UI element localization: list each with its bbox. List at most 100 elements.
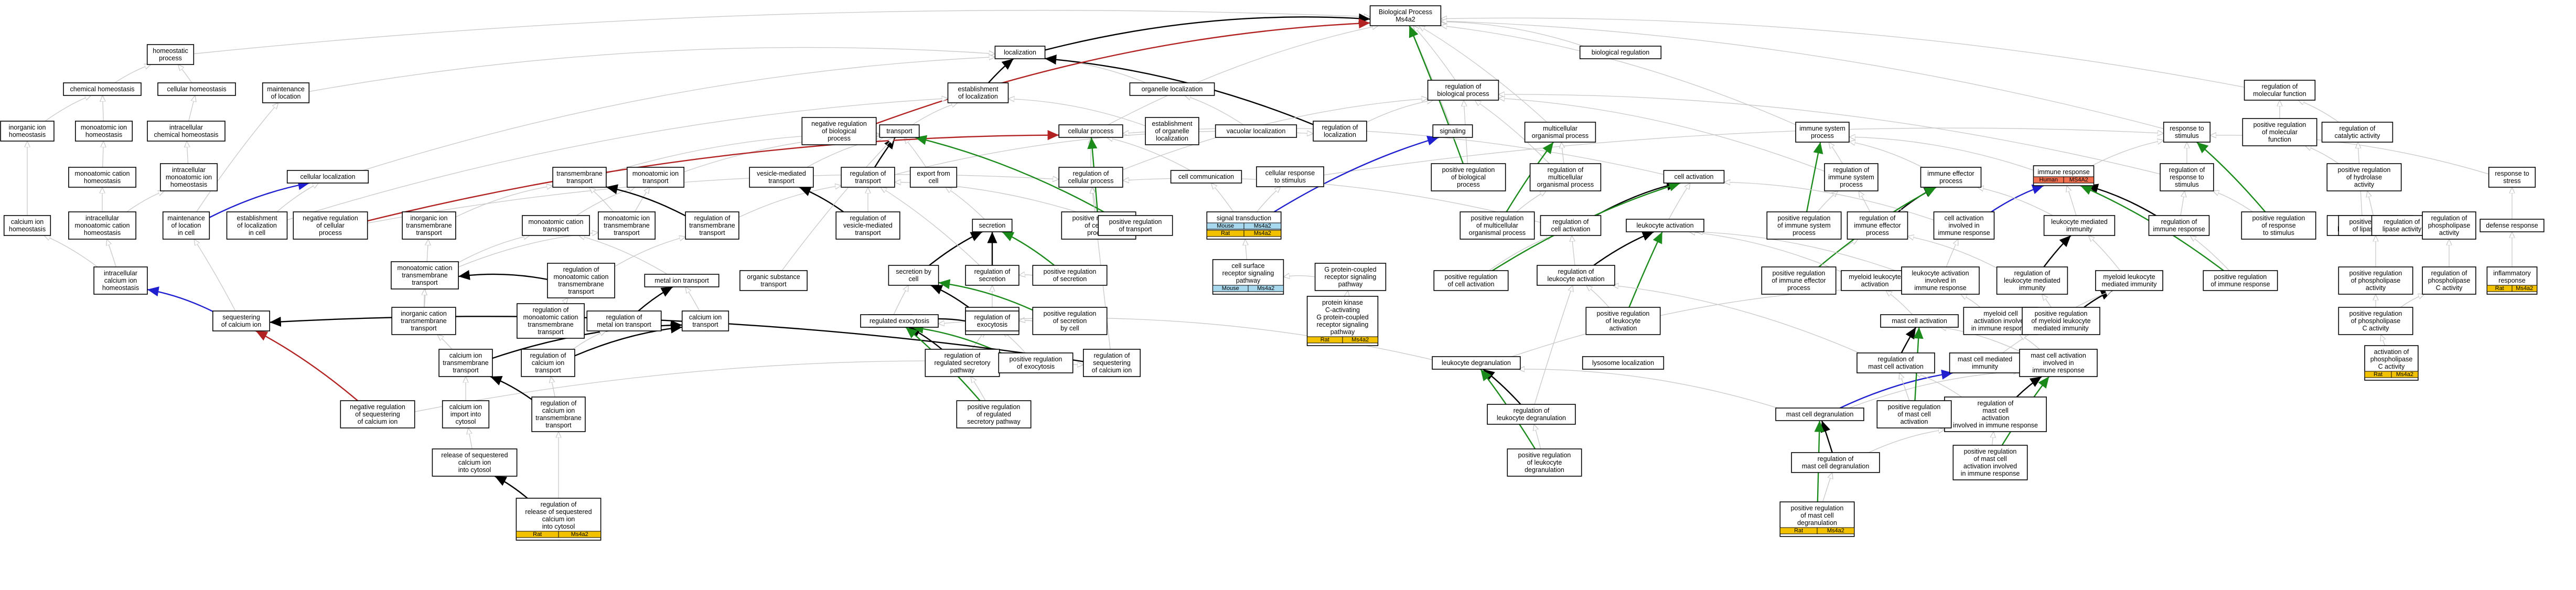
go-term-node[interactable]: cell activation <box>1663 170 1725 184</box>
go-term-node[interactable]: cellular process <box>1058 124 1123 138</box>
go-term-node[interactable]: secretion <box>972 219 1013 232</box>
go-term-node[interactable]: lysosome localization <box>1582 356 1665 370</box>
go-term-node[interactable]: mast cell activation <box>1880 314 1959 328</box>
go-term-node[interactable]: transport <box>879 124 920 138</box>
go-term-node[interactable]: chemical homeostasis <box>63 82 142 96</box>
go-term-node[interactable]: mast cell degranulation <box>1775 407 1864 421</box>
go-term-node[interactable]: vacuolar localization <box>1215 124 1297 138</box>
go-term-node[interactable]: cellular homeostasis <box>157 82 236 96</box>
go-term-node[interactable]: localization <box>994 46 1046 59</box>
go-term-node[interactable]: leukocyte degranulation <box>1432 356 1521 370</box>
go-term-node[interactable]: signaling <box>1432 124 1473 138</box>
go-term-node[interactable]: cell communication <box>1170 170 1242 184</box>
go-term-node[interactable]: leukocyte activation <box>1626 219 1704 232</box>
go-term-node[interactable]: organelle localization <box>1129 82 1215 96</box>
go-term-node[interactable]: defense response <box>2480 219 2545 232</box>
